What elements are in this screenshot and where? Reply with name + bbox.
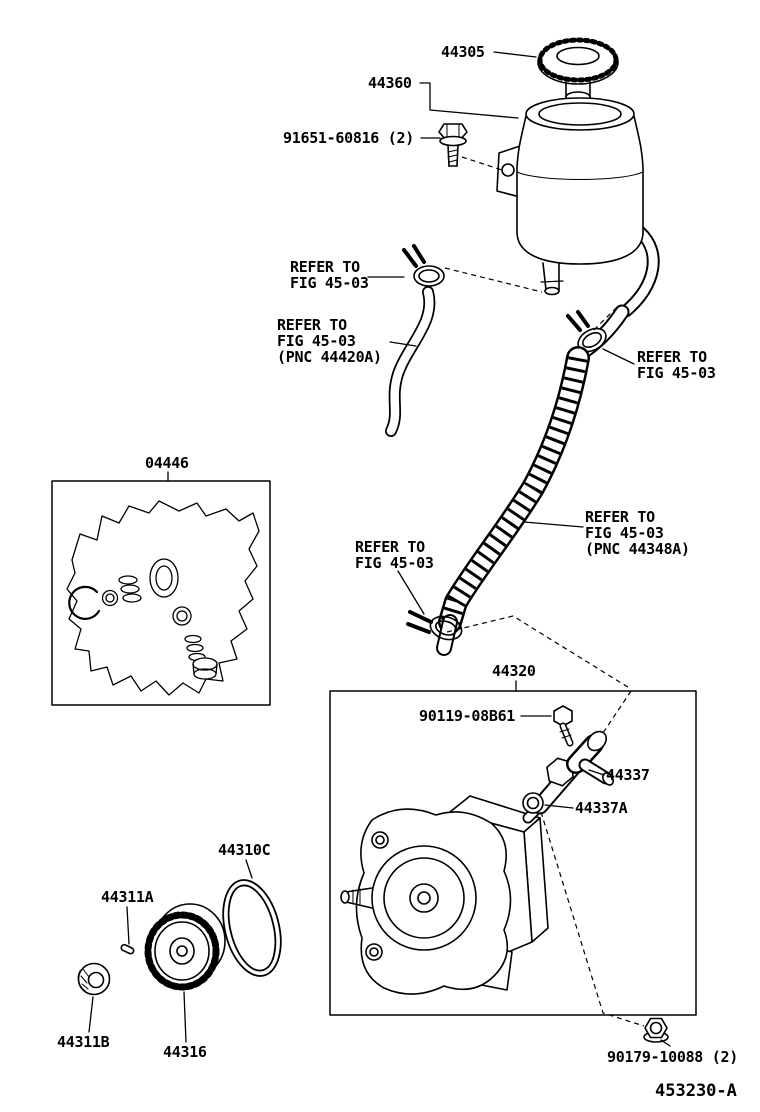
bushing-drawing: [77, 962, 111, 996]
part-label-44316: 44316: [163, 1043, 207, 1061]
figure-number: 453230-A: [655, 1081, 737, 1101]
gear-drawing: [144, 903, 226, 991]
corrugated-hose-drawing: [436, 346, 590, 656]
part-label-90179-10088: 90179-10088 (2): [607, 1048, 738, 1066]
refer-note-lower-clamp: REFER TO FIG 45-03: [355, 538, 434, 572]
pump-box-frame: [329, 690, 697, 1016]
part-label-04446: 04446: [145, 454, 189, 472]
part-label-90119-08b61: 90119-08B61: [419, 707, 516, 725]
part-label-44337: 44337: [606, 766, 650, 784]
part-label-44311a: 44311A: [101, 888, 154, 906]
seal-kit-contents-drawing: [66, 500, 260, 696]
part-label-44360: 44360: [368, 74, 412, 92]
mount-nut-drawing: [643, 1017, 669, 1043]
union-fitting-drawing: [522, 730, 615, 824]
part-label-91651-60816: 91651-60816 (2): [283, 129, 414, 147]
seal-kit-box-frame: [51, 480, 271, 706]
hose-clamp-lower-drawing: [406, 610, 463, 641]
leader-lines: [88, 51, 671, 1047]
part-label-44337a: 44337A: [575, 799, 628, 817]
refer-note-hose-44420a: REFER TO FIG 45-03 (PNC 44420A): [277, 316, 382, 366]
part-label-44320: 44320: [492, 662, 536, 680]
pump-o-ring-drawing: [222, 879, 282, 977]
assembly-dashed-lines: [444, 156, 645, 1027]
hose-clamp-upper-drawing: [402, 244, 445, 287]
part-label-44311b: 44311B: [57, 1033, 110, 1051]
union-o-ring-drawing: [522, 792, 544, 814]
part-label-44310c: 44310C: [218, 841, 271, 859]
pump-assembly-drawing: [340, 795, 549, 995]
reservoir-drawing: [496, 97, 660, 318]
woodruff-key-drawing: [120, 943, 135, 955]
refer-note-hose-44348a: REFER TO FIG 45-03 (PNC 44348A): [585, 508, 690, 558]
reservoir-bolt-drawing: [438, 123, 468, 167]
refer-note-upper-clamp: REFER TO FIG 45-03: [290, 258, 369, 292]
part-label-44305: 44305: [441, 43, 485, 61]
union-bolt-drawing: [553, 705, 574, 747]
hose-44420a-drawing: [385, 286, 436, 437]
refer-note-right-clamp: REFER TO FIG 45-03: [637, 348, 716, 382]
